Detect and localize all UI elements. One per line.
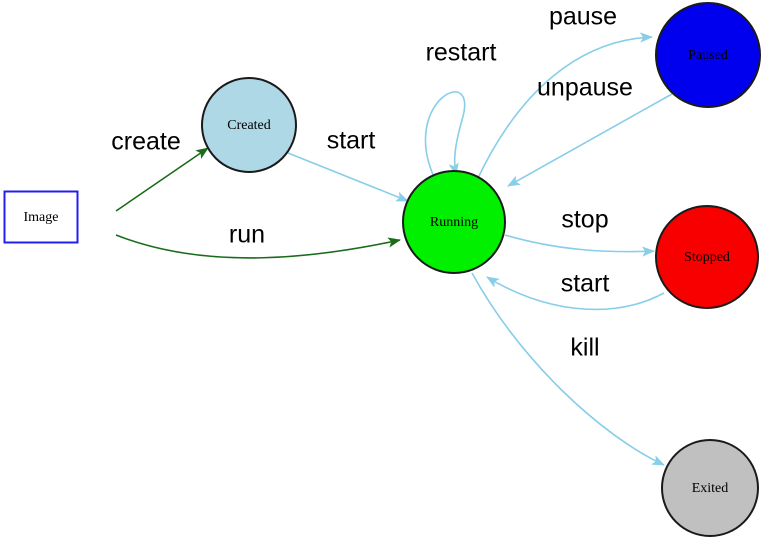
edge-create[interactable] — [115, 147, 209, 212]
edge-run[interactable] — [115, 234, 401, 259]
node-shape-created[interactable] — [201, 77, 297, 173]
edge-label-stop: stop — [561, 206, 608, 234]
edge-label-start-created: start — [327, 127, 376, 155]
node-paused[interactable]: Paused — [655, 2, 761, 108]
node-exited[interactable]: Exited — [661, 439, 759, 537]
edge-start-stopped[interactable] — [486, 276, 665, 311]
edge-label-create: create — [111, 128, 180, 156]
node-stopped[interactable]: Stopped — [655, 205, 759, 309]
edge-stop[interactable] — [504, 234, 655, 257]
node-running[interactable]: Running — [402, 170, 506, 274]
edge-labels-layer: create run start restart pause unpause stop sta… — [111, 3, 633, 362]
edge-label-kill: kill — [570, 334, 599, 362]
edge-label-start-stopped: start — [561, 270, 610, 298]
edges-layer — [115, 32, 673, 466]
node-shape-exited[interactable] — [661, 439, 759, 537]
node-shape-stopped[interactable] — [655, 205, 759, 309]
node-label-created: Created — [227, 118, 271, 133]
node-created[interactable]: Created — [201, 77, 297, 173]
edge-label-restart: restart — [426, 39, 497, 67]
edge-label-pause: pause — [549, 3, 617, 31]
node-label-image: Image — [24, 210, 59, 225]
edge-pause[interactable] — [477, 32, 653, 179]
node-shape-running[interactable] — [402, 170, 506, 274]
edge-restart[interactable] — [424, 91, 466, 178]
node-label-exited: Exited — [692, 481, 729, 496]
node-label-stopped: Stopped — [684, 250, 730, 265]
edge-label-run: run — [229, 221, 265, 249]
edge-unpause[interactable] — [507, 93, 673, 187]
node-label-running: Running — [430, 215, 478, 230]
edge-label-unpause: unpause — [537, 74, 633, 102]
node-shape-image[interactable] — [3, 190, 79, 244]
node-shape-paused[interactable] — [655, 2, 761, 108]
node-image[interactable]: Image — [3, 190, 79, 244]
node-label-paused: Paused — [688, 48, 728, 63]
edge-start-created[interactable] — [287, 152, 409, 202]
edge-kill[interactable] — [471, 272, 665, 466]
